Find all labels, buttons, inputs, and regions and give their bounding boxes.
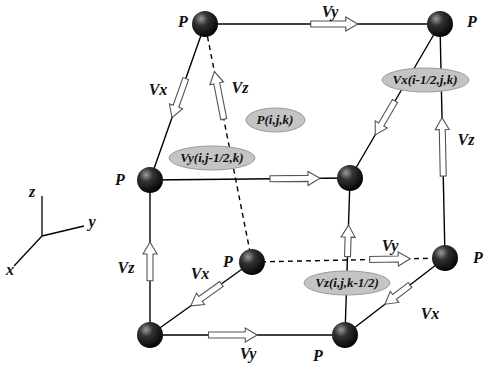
velocity-arrow: [169, 78, 188, 118]
z-axis: [41, 196, 42, 236]
y-axis: [42, 226, 84, 236]
grid-edge: [345, 258, 445, 335]
grid-edge: [350, 24, 440, 178]
velocity-label: Vy: [240, 346, 257, 362]
pressure-node: [137, 167, 163, 193]
velocity-arrow: [375, 99, 397, 134]
velocity-label: Vx: [421, 306, 440, 322]
velocity-arrow: [143, 242, 157, 281]
pressure-label: P: [473, 250, 483, 266]
oval-shape: [382, 68, 469, 92]
grid-edge: [205, 24, 252, 262]
axis-label: z: [29, 184, 35, 200]
velocity-label: Vz: [118, 260, 135, 276]
oval-shape: [169, 146, 255, 170]
velocity-arrow: [209, 328, 258, 342]
velocity-arrow: [370, 252, 411, 266]
velocity-label: Vx: [149, 82, 168, 98]
label-oval: P(i,j,k): [245, 107, 306, 133]
x-axis: [14, 236, 42, 266]
oval-label: P(i,j,k): [245, 107, 306, 128]
velocity-label: Vz: [232, 80, 249, 96]
oval-shape: [304, 271, 390, 295]
label-oval: Vz(i,j,k-1/2): [303, 270, 391, 296]
label-oval: Vx(i-1/2,j,k): [381, 67, 470, 93]
pressure-node: [337, 165, 363, 191]
velocity-label: Vy: [382, 238, 399, 254]
velocity-arrow: [270, 171, 320, 185]
grid-edge: [252, 258, 445, 262]
oval-label: Vy(i,j-1/2,k): [168, 145, 256, 166]
velocity-arrow: [341, 225, 355, 256]
label-oval: Vy(i,j-1/2,k): [168, 145, 256, 171]
velocity-label: Vy: [322, 4, 339, 20]
velocity-label: Vx: [191, 266, 210, 282]
axes: [14, 196, 84, 266]
pressure-node: [239, 249, 265, 275]
velocity-label: Vz: [458, 132, 475, 148]
pressure-node: [137, 322, 163, 348]
axis-label: x: [6, 262, 14, 278]
pressure-label: P: [467, 14, 477, 30]
pressure-label: P: [313, 348, 323, 364]
velocity-arrow: [210, 72, 227, 120]
axis-label: y: [88, 214, 95, 230]
pressure-label: P: [115, 172, 125, 188]
pressure-node: [332, 322, 358, 348]
velocity-arrow: [191, 281, 223, 305]
pressure-node: [432, 245, 458, 271]
pressure-label: P: [223, 254, 233, 270]
pressure-node: [427, 11, 453, 37]
grid-edge: [150, 262, 252, 335]
oval-label: Vx(i-1/2,j,k): [381, 67, 470, 88]
pressure-label: P: [178, 14, 188, 30]
velocity-arrow: [435, 118, 449, 177]
oval-label: Vz(i,j,k-1/2): [303, 270, 391, 291]
oval-shape: [246, 108, 305, 132]
pressure-node: [192, 11, 218, 37]
